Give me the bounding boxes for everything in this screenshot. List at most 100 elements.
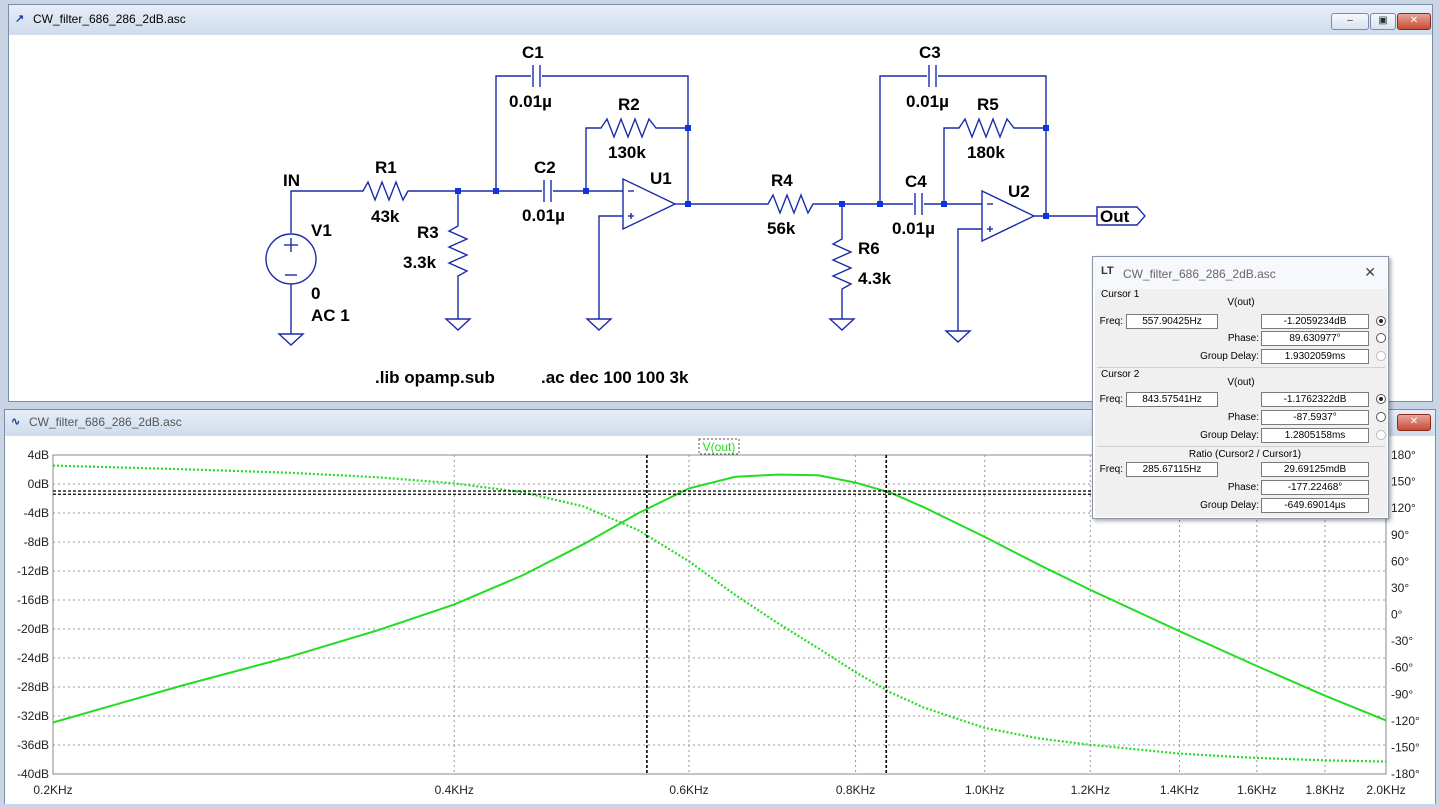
x-tick-label: 1.2KHz <box>1071 783 1110 797</box>
cursor1-gd-label: Group Delay: <box>1200 351 1259 362</box>
net-label-out: Out <box>1100 207 1130 226</box>
y-right-tick-label: 150° <box>1391 475 1416 489</box>
c1-value: 0.01µ <box>509 92 552 111</box>
waveform-close-button[interactable]: ✕ <box>1397 414 1431 431</box>
cursor2-mag-value[interactable]: -1.1762322dB <box>1261 392 1369 407</box>
separator <box>1097 367 1385 368</box>
cursor2-phase-value[interactable]: -87.5937° <box>1261 410 1369 425</box>
cursor2-gd-value[interactable]: 1.2805158ms <box>1261 428 1369 443</box>
ltspice-icon: LT <box>1101 265 1114 277</box>
x-tick-label: 1.6KHz <box>1237 783 1276 797</box>
net-label-in: IN <box>283 171 300 190</box>
r5-value: 180k <box>967 143 1005 162</box>
cursor1-phase-radio[interactable] <box>1376 333 1386 343</box>
schematic-canvas[interactable]: IN V1 0 AC 1 R1 43k R3 3.3k C1 0.01µ C2 … <box>11 35 1429 397</box>
c3-name: C3 <box>919 43 941 62</box>
x-tick-label: 1.0KHz <box>965 783 1004 797</box>
schematic-title: CW_filter_686_286_2dB.asc <box>33 12 186 26</box>
y-left-tick-label: -32dB <box>17 709 49 723</box>
magnitude-trace <box>52 473 1387 724</box>
schematic-window[interactable]: ↗ CW_filter_686_286_2dB.asc – ▣ ✕ <box>8 4 1433 402</box>
cursor2-trace: V(out) <box>1227 377 1255 388</box>
restore-icon: ▣ <box>1378 15 1388 26</box>
y-left-tick-label: -24dB <box>17 651 49 665</box>
ratio-gd-value[interactable]: -649.69014µs <box>1261 498 1369 513</box>
v1-value-dc: 0 <box>311 284 320 303</box>
ltspice-schematic-icon: ↗ <box>15 13 25 25</box>
cursor1-mag-value[interactable]: -1.2059234dB <box>1261 314 1369 329</box>
ratio-phase-value[interactable]: -177.22468° <box>1261 480 1369 495</box>
close-icon: ✕ <box>1409 416 1419 427</box>
cursor-dialog-titlebar[interactable]: LT CW_filter_686_286_2dB.asc ✕ <box>1093 257 1388 289</box>
v1-name: V1 <box>311 221 332 240</box>
cursor1-trace: V(out) <box>1227 297 1255 308</box>
y-right-tick-label: 90° <box>1391 528 1409 542</box>
r4-name: R4 <box>771 171 793 190</box>
y-left-tick-label: 0dB <box>28 477 49 491</box>
trace-label-box[interactable] <box>698 438 740 455</box>
c2-name: C2 <box>534 158 556 177</box>
cursor2-phase-label: Phase: <box>1227 412 1259 423</box>
y-right-tick-label: 60° <box>1391 554 1409 568</box>
cursor1-phase-value[interactable]: 89.630977° <box>1261 331 1369 346</box>
y-left-tick-label: -20dB <box>17 622 49 636</box>
minimize-button[interactable]: – <box>1331 13 1369 30</box>
y-right-tick-label: -180° <box>1391 767 1420 781</box>
y-left-tick-label: -16dB <box>17 593 49 607</box>
cursor1-gd-value[interactable]: 1.9302059ms <box>1261 349 1369 364</box>
ratio-freq-label: Freq: <box>1099 464 1123 475</box>
close-icon: ✕ <box>1409 15 1419 26</box>
close-button[interactable]: ✕ <box>1397 13 1431 30</box>
ratio-freq-value[interactable]: 285.67115Hz <box>1126 462 1218 477</box>
cursor2-freq-label: Freq: <box>1099 394 1123 405</box>
cursor-dialog[interactable]: LT CW_filter_686_286_2dB.asc ✕ Cursor 1 … <box>1092 256 1389 519</box>
x-tick-label: 2.0KHz <box>1366 783 1405 797</box>
x-tick-label: 0.4KHz <box>435 783 474 797</box>
r6-name: R6 <box>858 239 880 258</box>
y-left-tick-label: -4dB <box>24 506 49 520</box>
maximize-button[interactable]: ▣ <box>1370 13 1396 30</box>
separator <box>1097 446 1385 447</box>
cursor2-section-label: Cursor 2 <box>1101 369 1140 380</box>
cursor1-freq-value[interactable]: 557.90425Hz <box>1126 314 1218 329</box>
cursor2-freq-value[interactable]: 843.57541Hz <box>1126 392 1218 407</box>
y-left-tick-label: -36dB <box>17 738 49 752</box>
r5-name: R5 <box>977 95 999 114</box>
r3-value: 3.3k <box>403 253 437 272</box>
r4-value: 56k <box>767 219 796 238</box>
y-right-tick-label: 30° <box>1391 581 1409 595</box>
x-tick-label: 0.2KHz <box>33 783 72 797</box>
phase-trace <box>52 464 1387 763</box>
x-tick-label: 0.6KHz <box>669 783 708 797</box>
plot-frame <box>52 454 1387 775</box>
cursor1-section-label: Cursor 1 <box>1101 289 1140 300</box>
waveform-app-icon: ∿ <box>11 416 21 428</box>
cursor-panel: Cursor 1 V(out) Freq: 557.90425Hz Mag: -… <box>1095 289 1387 517</box>
r1-value: 43k <box>371 207 400 226</box>
u1-name: U1 <box>650 169 672 188</box>
r6-value: 4.3k <box>858 269 892 288</box>
r1-name: R1 <box>375 158 397 177</box>
y-right-tick-label: -90° <box>1391 687 1413 701</box>
x-tick-label: 0.8KHz <box>836 783 875 797</box>
y-right-tick-label: 0° <box>1391 608 1403 622</box>
ac-directive: .ac dec 100 100 3k <box>541 368 689 387</box>
cursor2-phase-radio[interactable] <box>1376 412 1386 422</box>
r2-name: R2 <box>618 95 640 114</box>
schematic-titlebar[interactable]: ↗ CW_filter_686_286_2dB.asc – ▣ ✕ <box>9 5 1432 35</box>
minimize-icon: – <box>1347 15 1353 26</box>
c2-value: 0.01µ <box>522 206 565 225</box>
c4-value: 0.01µ <box>892 219 935 238</box>
u2-name: U2 <box>1008 182 1030 201</box>
cursor2-gd-radio[interactable] <box>1376 430 1386 440</box>
cursor1-gd-radio[interactable] <box>1376 351 1386 361</box>
lib-directive: .lib opamp.sub <box>375 368 495 387</box>
trace-label[interactable]: V(out) <box>703 440 736 454</box>
cursor-dialog-close-icon[interactable]: ✕ <box>1364 264 1376 280</box>
cursor1-mag-radio[interactable] <box>1376 316 1386 326</box>
ratio-phase-label: Phase: <box>1227 482 1259 493</box>
waveform-title: CW_filter_686_286_2dB.asc <box>29 415 182 429</box>
ratio-mag-value[interactable]: 29.69125mdB <box>1261 462 1369 477</box>
y-left-tick-label: -12dB <box>17 564 49 578</box>
cursor2-mag-radio[interactable] <box>1376 394 1386 404</box>
